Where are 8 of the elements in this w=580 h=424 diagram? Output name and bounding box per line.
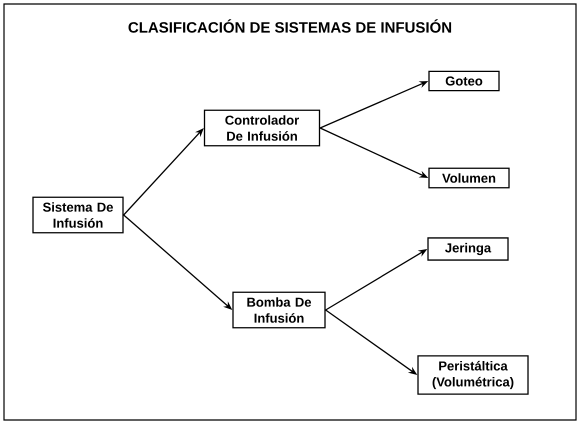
process-box: Jeringa bbox=[427, 237, 509, 261]
process-box: Controlador De Infusión bbox=[204, 110, 320, 146]
process-box: Volumen bbox=[428, 168, 510, 188]
process-box: Peristáltica (Volumétrica) bbox=[417, 355, 529, 395]
title: CLASIFICACIÓN DE SISTEMAS DE INFUSIÓN bbox=[128, 19, 452, 33]
process-box: Goteo bbox=[428, 70, 500, 92]
process-box: Sistema De Infusión bbox=[32, 196, 124, 234]
process-box: Bomba De Infusión bbox=[232, 292, 326, 328]
